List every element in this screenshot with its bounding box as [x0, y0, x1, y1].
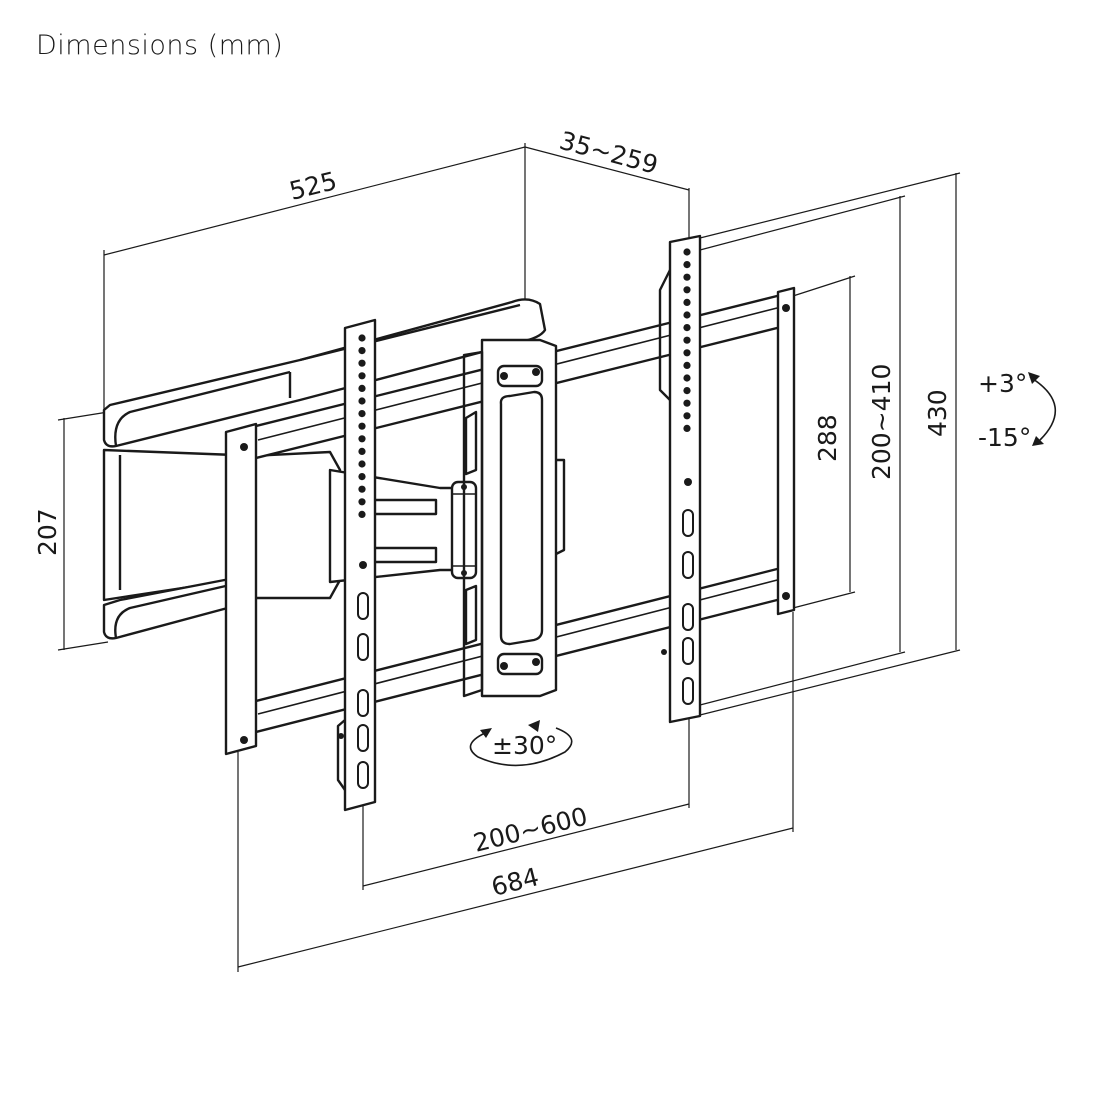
mounting-hole: [358, 384, 366, 392]
swivel-label: ±30°: [492, 731, 557, 760]
depth-label: 525: [286, 166, 339, 206]
left-vesa-strap: [336, 318, 377, 812]
mounting-hole: [358, 498, 366, 506]
mounting-hole: [683, 311, 691, 319]
tilt-arrow-icon: [1028, 372, 1056, 446]
vesa-h-label: 200~600: [470, 802, 590, 858]
mounting-hole: [358, 334, 366, 342]
mounting-hole: [683, 374, 691, 382]
mounting-hole: [358, 397, 366, 405]
tilt-up-label: +3°: [978, 369, 1027, 398]
dimension-lines: [57, 143, 961, 972]
mounting-hole: [683, 298, 691, 306]
diagram-title: Dimensions (mm): [36, 30, 284, 61]
swivel-arrow-icon: [469, 720, 573, 767]
mounting-hole: [358, 372, 366, 380]
mounting-hole: [683, 273, 691, 281]
center-carriage: [462, 338, 566, 698]
mounting-hole: [358, 473, 366, 481]
total-height-label: 430: [923, 389, 952, 437]
mounting-hole: [683, 336, 691, 344]
wall-plate: [102, 298, 547, 640]
total-width-label: 684: [488, 862, 541, 902]
mounting-hole: [683, 424, 691, 432]
mounting-hole: [358, 485, 366, 493]
mounting-hole: [683, 387, 691, 395]
mounting-hole: [683, 361, 691, 369]
mounting-hole: [683, 286, 691, 294]
mounting-hole: [358, 359, 366, 367]
mounting-hole: [358, 447, 366, 455]
tilt-down-label: -15°: [978, 423, 1031, 452]
mounting-hole: [358, 460, 366, 468]
extension-label: 35~259: [556, 126, 661, 180]
mounting-hole: [683, 324, 691, 332]
right-vesa-strap: [658, 234, 702, 724]
mounting-hole: [683, 412, 691, 420]
mounting-hole: [683, 349, 691, 357]
mounting-hole: [358, 410, 366, 418]
mounting-hole: [358, 510, 366, 518]
mounting-hole: [683, 248, 691, 256]
vesa-v-label: 200~410: [867, 364, 896, 480]
mounting-hole: [683, 399, 691, 407]
wall-plate-height-label: 207: [33, 508, 62, 556]
mounting-hole: [358, 422, 366, 430]
mounting-hole: [358, 435, 366, 443]
vesa-v-small-label: 288: [813, 414, 842, 462]
mounting-hole: [683, 261, 691, 269]
mounting-hole: [358, 347, 366, 355]
